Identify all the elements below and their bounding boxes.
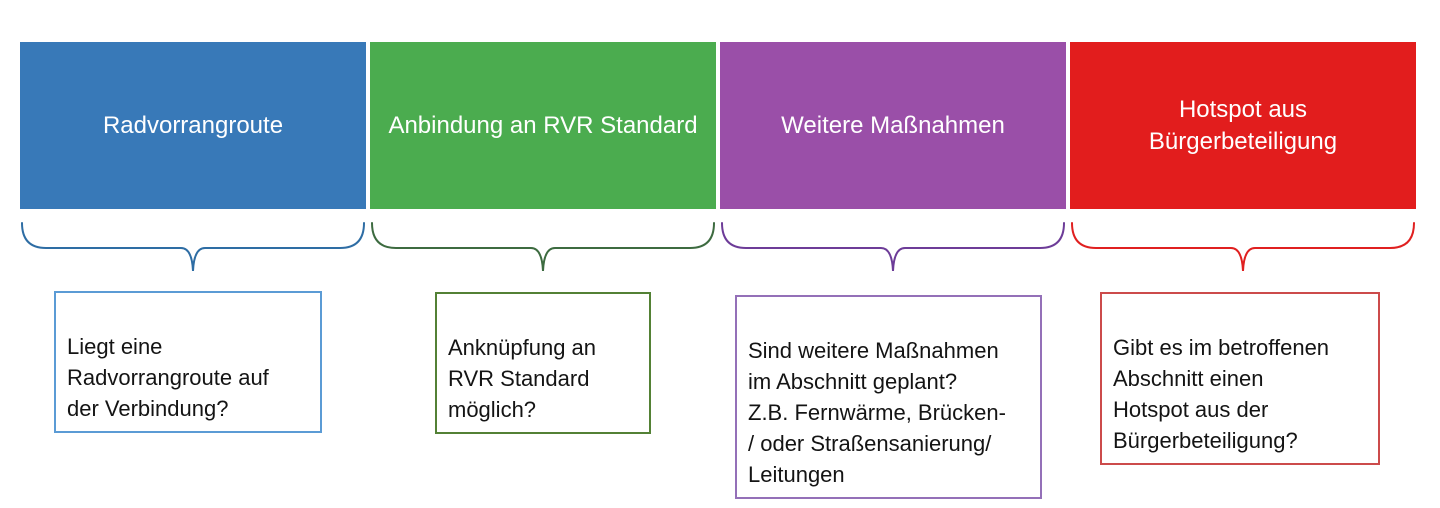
brace-icon (21, 222, 365, 272)
description-text: Anknüpfung an RVR Standard möglich? (448, 335, 597, 422)
description-text: Sind weitere Maßnahmen im Abschnitt gepl… (748, 338, 1006, 487)
category-label: Radvorrangroute (102, 111, 284, 139)
category-box-hotspot: Hotspot aus Bürgerbeteiligung (1070, 42, 1416, 209)
description-text: Liegt eine Radvorrangroute auf der Verbi… (67, 334, 269, 421)
brace-icon (721, 222, 1065, 272)
column-anbindung-rvr: Anbindung an RVR Standard Anknüpfung an … (370, 42, 716, 434)
category-label: Anbindung an RVR Standard (388, 111, 698, 139)
description-box: Sind weitere Maßnahmen im Abschnitt gepl… (735, 295, 1042, 499)
column-radvorrangroute: Radvorrangroute Liegt eine Radvorrangrou… (20, 42, 366, 433)
category-label: Weitere Maßnahmen (781, 111, 1005, 139)
description-box: Anknüpfung an RVR Standard möglich? (435, 292, 651, 434)
column-hotspot-buergerbeteiligung: Hotspot aus Bürgerbeteiligung Gibt es im… (1070, 42, 1416, 465)
brace-icon (371, 222, 715, 272)
category-box-anbindung-rvr: Anbindung an RVR Standard (370, 42, 716, 209)
category-box-weitere-massnahmen: Weitere Maßnahmen (720, 42, 1066, 209)
brace-icon (1071, 222, 1415, 272)
description-box: Gibt es im betroffenen Abschnitt einen H… (1100, 292, 1380, 465)
description-text: Gibt es im betroffenen Abschnitt einen H… (1113, 335, 1330, 453)
column-weitere-massnahmen: Weitere Maßnahmen Sind weitere Maßnahmen… (720, 42, 1066, 499)
category-box-radvorrangroute: Radvorrangroute (20, 42, 366, 209)
description-box: Liegt eine Radvorrangroute auf der Verbi… (54, 291, 322, 433)
category-label: Hotspot aus Bürgerbeteiligung (1148, 96, 1338, 155)
